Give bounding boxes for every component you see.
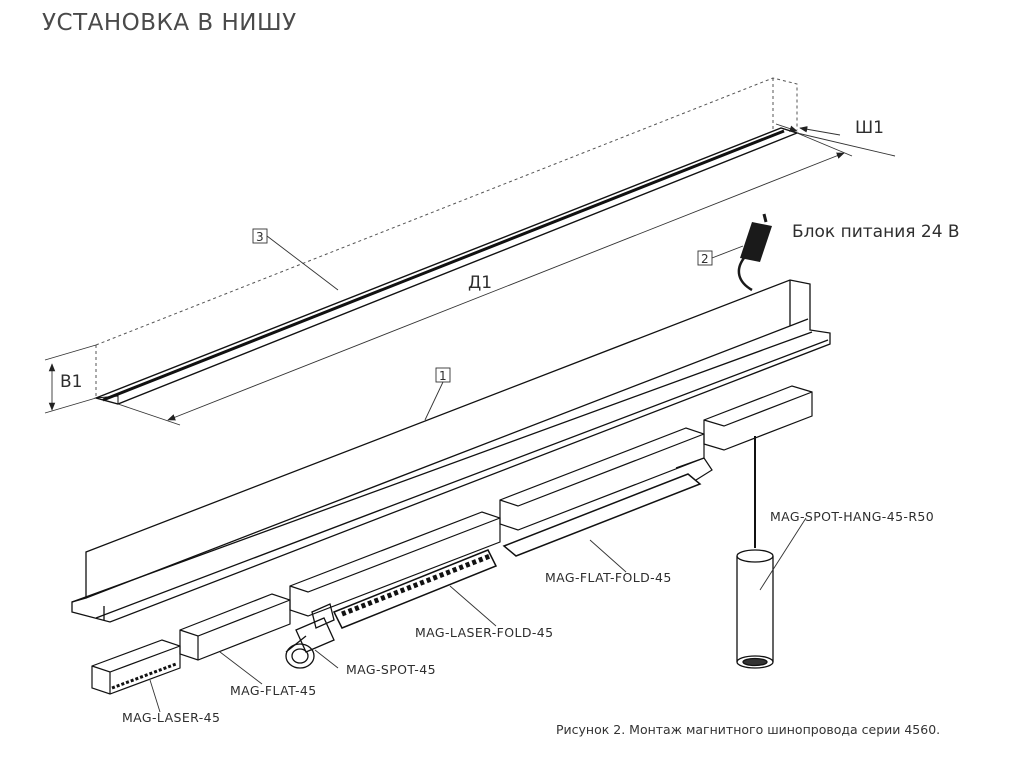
callout-track [424,367,451,421]
track-profile [71,279,831,623]
label-mag-flat-fold-45: MAG-FLAT-FOLD-45 [545,570,672,585]
dimension-height [44,344,97,414]
label-mag-spot-hang-45-r50: MAG-SPOT-HANG-45-R50 [770,509,934,524]
niche-slot [93,127,800,405]
power-supply [697,213,772,292]
callout-track-number: 1 [439,369,447,383]
dimension-length-label: Д1 [468,273,492,293]
power-supply-label: Блок питания 24 В [792,222,960,242]
fixtures-row [91,385,813,695]
label-mag-spot-45: MAG-SPOT-45 [346,662,436,677]
diagram-title: УСТАНОВКА В НИШУ [42,10,297,36]
callout-niche-number: 3 [256,230,264,244]
figure-caption: Рисунок 2. Монтаж магнитного шинопровода… [556,722,941,737]
niche-outline [95,77,798,398]
spot-fixture [285,603,335,669]
label-mag-laser-fold-45: MAG-LASER-FOLD-45 [415,625,553,640]
label-mag-flat-45: MAG-FLAT-45 [230,683,317,698]
label-mag-laser-45: MAG-LASER-45 [122,710,220,725]
dimension-length [117,132,853,426]
callout-power-supply-number: 2 [701,252,709,266]
dimension-height-label: В1 [60,372,82,392]
callout-niche [252,228,339,291]
dimension-width-label: Ш1 [855,118,884,138]
dimension-width [775,123,896,157]
hanging-spot [736,436,774,669]
leader-lines [149,517,807,713]
